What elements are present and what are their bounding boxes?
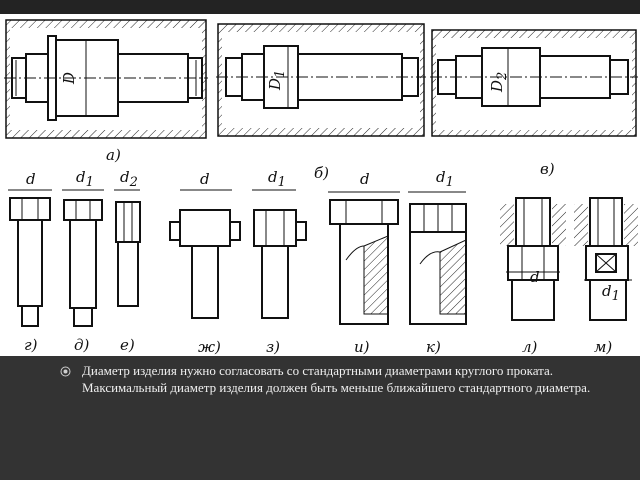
top-strip (0, 0, 640, 14)
circle-bullet-icon (60, 362, 82, 377)
caption-l: л) (522, 338, 538, 356)
dim-label-d1-k: d1 (436, 168, 454, 190)
caption-k: к) (426, 338, 441, 356)
svg-text:D: D (60, 72, 78, 85)
dim-label-D1: D1 (266, 70, 288, 91)
dim-label-D: D (60, 72, 78, 85)
caption-e: е) (120, 336, 135, 354)
caption-i: и) (354, 338, 370, 356)
caption-d: д) (74, 336, 90, 354)
bolt-drawing-z (252, 189, 307, 319)
bolt-drawing-l (500, 197, 566, 321)
dim-label-d-i: d (360, 170, 370, 188)
caption-g: г) (24, 336, 38, 354)
bolt-drawing-d (62, 189, 104, 327)
dim-label-D2: D2 (488, 72, 510, 93)
shaft-drawing-b (216, 23, 426, 137)
bolt-drawing-zh (169, 189, 241, 319)
svg-text:D1: D1 (266, 70, 288, 91)
bolt-drawing-g (8, 189, 52, 327)
dim-label-d-zh: d (200, 170, 210, 188)
dim-label-d1-z: d1 (268, 168, 286, 190)
caption-b: б) (314, 164, 329, 182)
dim-label-d-l: d (530, 268, 540, 286)
dim-label-d-g: d (26, 170, 36, 188)
caption-m: м) (594, 338, 612, 356)
shaft-drawing-v (430, 29, 638, 137)
dim-label-d1-d: d1 (76, 168, 94, 190)
dim-label-d2-e: d2 (120, 168, 138, 190)
svg-text:D2: D2 (488, 72, 510, 93)
dim-label-d1-m: d1 (602, 282, 620, 304)
bolt-drawing-i (328, 191, 400, 325)
paragraph-text: Диаметр изделия нужно согласовать со ста… (82, 363, 591, 395)
bolt-drawing-e (114, 189, 141, 307)
technical-drawing-figure: D а) D1 б) (0, 14, 640, 356)
caption-a: а) (106, 146, 121, 164)
caption-z: з) (266, 338, 280, 356)
bolt-drawing-k (408, 191, 467, 325)
bullet-paragraph: Диаметр изделия нужно согласовать со ста… (60, 362, 600, 396)
caption-zh: ж) (198, 338, 221, 356)
caption-v: в) (540, 160, 555, 178)
shaft-drawing-a (4, 19, 208, 139)
bolt-drawing-m (574, 197, 638, 321)
